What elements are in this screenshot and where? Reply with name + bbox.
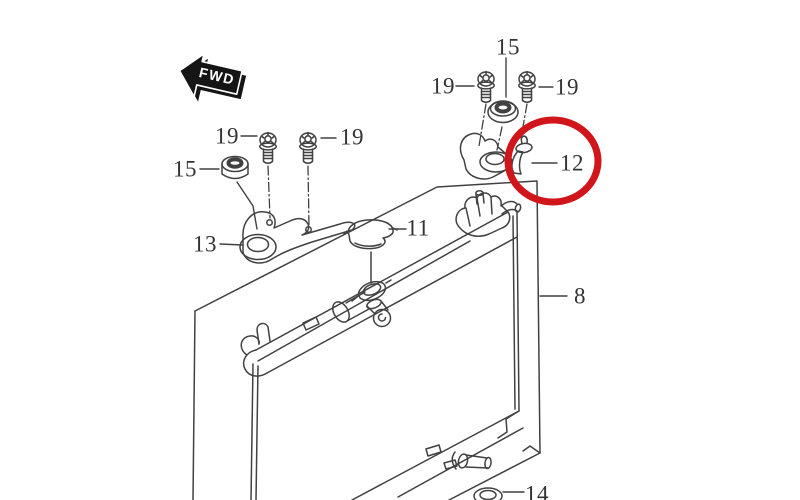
- bolt-top-left-icon: [477, 70, 495, 103]
- radiator-body: [192, 180, 541, 500]
- callout-13[interactable]: 13: [193, 231, 217, 257]
- callout-19-left-b[interactable]: 19: [340, 124, 364, 150]
- inlet-pipe: [332, 291, 370, 323]
- top-tank: [240, 190, 522, 377]
- drain-pipe: [451, 451, 492, 470]
- callout-12-highlighted[interactable]: 12: [560, 150, 584, 176]
- callout-8[interactable]: 8: [574, 283, 586, 309]
- bolt-top-right-icon: [518, 70, 536, 103]
- bolt-left-b-icon: [299, 131, 317, 164]
- bolt-left-a-icon: [259, 131, 277, 164]
- callout-14[interactable]: 14: [525, 481, 549, 500]
- bracket-right: [459, 132, 513, 180]
- sensor-boss: [366, 298, 392, 328]
- leader-lines: [199, 57, 568, 493]
- callout-11[interactable]: 11: [406, 215, 430, 241]
- callout-15-left[interactable]: 15: [173, 156, 197, 182]
- callout-19-left-a[interactable]: 19: [215, 123, 239, 149]
- tank-right-mount: [455, 190, 522, 237]
- fwd-arrow-icon: [178, 52, 247, 102]
- bracket-left: [239, 211, 356, 264]
- lower-grommet: [473, 487, 503, 500]
- clip-part-12: [511, 135, 533, 175]
- grommet-top-icon: [487, 100, 519, 124]
- callout-19-top-right[interactable]: 19: [555, 74, 579, 100]
- callout-15-top[interactable]: 15: [496, 34, 520, 60]
- grommet-left-icon: [221, 155, 249, 180]
- highlight-circle: [504, 116, 602, 206]
- callout-19-top-left[interactable]: 19: [431, 73, 455, 99]
